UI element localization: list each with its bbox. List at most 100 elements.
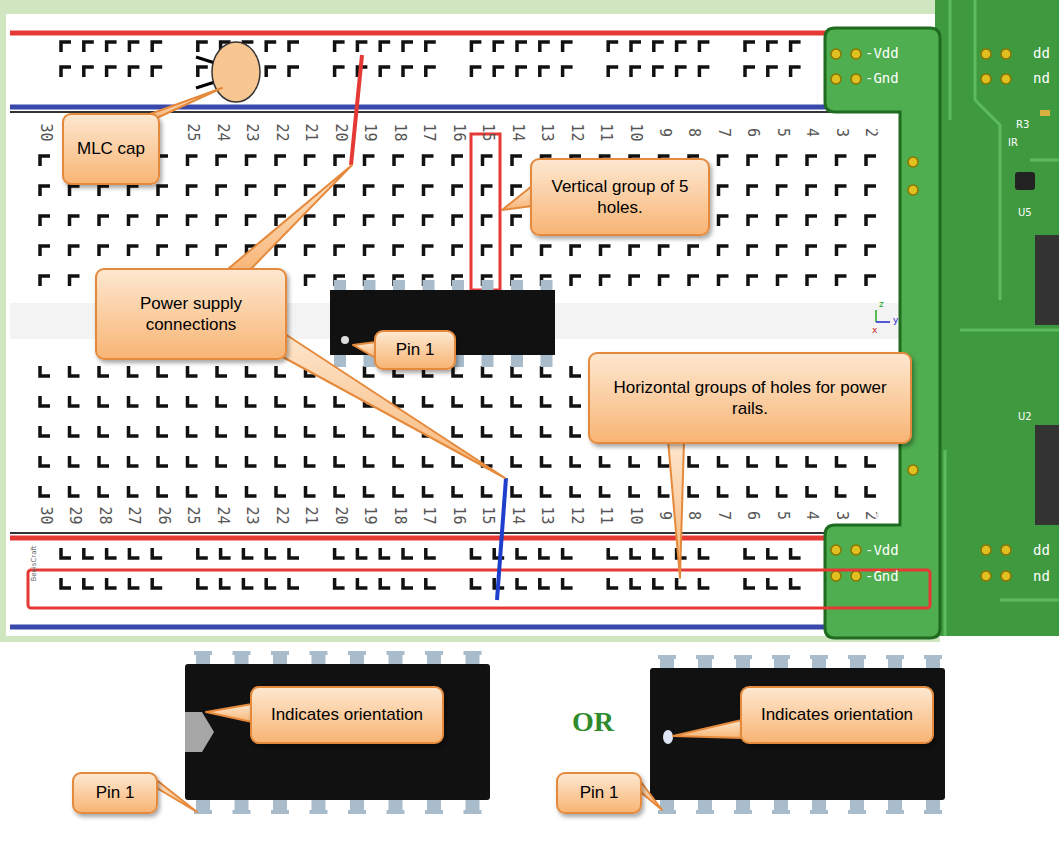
mlc-capacitor: [212, 42, 260, 102]
column-number: 16: [451, 506, 466, 524]
column-number: 4: [805, 510, 820, 519]
column-number: 3: [834, 127, 849, 136]
callout-text: Pin 1: [396, 339, 435, 360]
pin-label: nd: [1033, 71, 1050, 85]
header-pins: [831, 49, 1011, 581]
column-number: 23: [244, 123, 259, 141]
callout-box: Pin 1: [374, 330, 456, 370]
callout-text: Power supply connections: [107, 293, 275, 336]
pin-label: nd: [1033, 569, 1050, 583]
blue-wire: [497, 478, 506, 600]
column-number: 4: [805, 127, 820, 136]
column-number: 22: [274, 123, 289, 141]
axis-label: x: [872, 326, 877, 335]
red-wire: [351, 55, 362, 165]
pin-label: -Gnd: [865, 71, 899, 85]
pin-label: -Vdd: [865, 543, 899, 557]
column-number: 25: [185, 506, 200, 524]
column-number: 24: [215, 506, 230, 524]
pin-label: -Vdd: [865, 46, 899, 60]
column-number: 17: [421, 506, 436, 524]
pin-label: Gnd: [872, 120, 897, 134]
ic-chip: [1035, 425, 1059, 525]
hole-grid: [40, 42, 876, 588]
column-number: 19: [362, 506, 377, 524]
ref-designator: U5: [1018, 208, 1032, 218]
column-number: 12: [569, 123, 584, 141]
ic-chip: [1035, 235, 1059, 325]
callout-box: Horizontal groups of holes for power rai…: [588, 352, 912, 444]
pcb: [935, 0, 1059, 636]
adapter-board: [825, 28, 940, 638]
pin-label: dd: [1033, 46, 1050, 60]
column-number: 5: [775, 127, 790, 136]
column-number: 26: [156, 506, 171, 524]
callout-box: Indicates orientation: [740, 686, 934, 744]
pin-label: dd: [1033, 543, 1050, 557]
highlight-rail-group: [28, 570, 930, 608]
column-number: 20: [333, 123, 348, 141]
ref-designator: R3: [1016, 120, 1029, 130]
column-number: 14: [510, 123, 525, 141]
column-number: 7: [716, 510, 731, 519]
column-number: 10: [628, 123, 643, 141]
column-number: 13: [539, 123, 554, 141]
column-number: 9: [657, 510, 672, 519]
column-number: 11: [598, 123, 613, 141]
column-number: 19: [362, 123, 377, 141]
column-number: 20: [333, 506, 348, 524]
column-number: 28: [97, 506, 112, 524]
column-number: 17: [421, 123, 436, 141]
ref-designator: IR: [1008, 138, 1018, 148]
callout-text: Indicates orientation: [761, 704, 913, 725]
pin-label: -Gnd: [865, 569, 899, 583]
axis: [876, 321, 890, 323]
callout-text: Pin 1: [580, 782, 619, 803]
highlight-vertical-group: [471, 134, 500, 290]
pcb-edge: [0, 636, 940, 642]
column-number: 6: [746, 127, 761, 136]
breadboard: [0, 0, 940, 636]
strip-divider: [10, 532, 905, 534]
column-number: 16: [451, 123, 466, 141]
column-number: 3: [834, 510, 849, 519]
pcb-edge: [0, 0, 6, 636]
column-number: 29: [67, 506, 82, 524]
column-number: 10: [628, 506, 643, 524]
rail-line-red: [10, 31, 900, 36]
callout-text: Horizontal groups of holes for power rai…: [600, 377, 900, 420]
axis-label: y: [893, 316, 898, 325]
callout-box: Pin 1: [72, 772, 158, 814]
column-number: 18: [392, 123, 407, 141]
callout-box: Pin 1: [556, 772, 642, 814]
column-number: 15: [480, 506, 495, 524]
ref-designator: U2: [1018, 412, 1032, 422]
column-number: 5: [775, 510, 790, 519]
column-number: 21: [303, 506, 318, 524]
pcb-edge: [0, 0, 940, 14]
column-number: 12: [569, 506, 584, 524]
callout-text: Vertical group of 5 holes.: [542, 176, 698, 219]
resistor: [1040, 110, 1050, 116]
pin-label: Vdd: [872, 506, 897, 520]
callout-text: Indicates orientation: [271, 704, 423, 725]
callout-box: Vertical group of 5 holes.: [530, 158, 710, 236]
rail-line-blue: [10, 105, 900, 110]
component: [1015, 172, 1035, 190]
column-number: 18: [392, 506, 407, 524]
column-number: 9: [657, 127, 672, 136]
column-number: 30: [38, 123, 53, 141]
column-number: 27: [126, 506, 141, 524]
column-number: 8: [687, 127, 702, 136]
column-number: 14: [510, 506, 525, 524]
column-number: 6: [746, 510, 761, 519]
dip-chip-notch: [185, 651, 490, 814]
callout-box: Power supply connections: [95, 268, 287, 360]
axis-label: z: [879, 300, 884, 309]
callout-box: Indicates orientation: [250, 686, 444, 744]
column-number: 7: [716, 127, 731, 136]
column-number: 8: [687, 510, 702, 519]
dip-chip-dot: [650, 655, 945, 814]
column-number: 11: [598, 506, 613, 524]
or-text: OR: [572, 708, 614, 736]
